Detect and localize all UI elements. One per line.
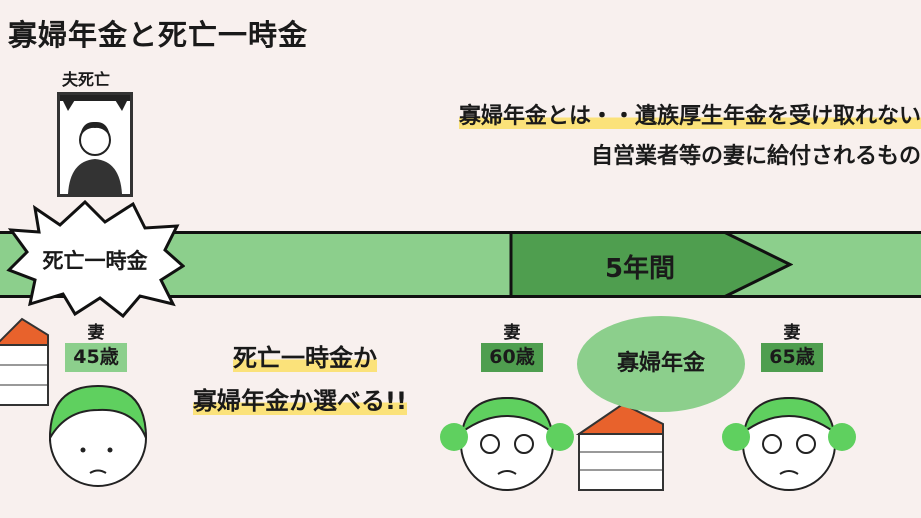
burst-shape-icon [6,200,185,318]
age-badge-45: 45歳 [65,343,127,372]
age-badge-65: 65歳 [761,343,823,372]
wife-young-face-icon [48,384,147,487]
choice-text-1: 死亡一時金か [233,344,377,372]
choice-line-1: 死亡一時金か [200,338,410,373]
wife-elder-face-icon [440,396,574,491]
definition-text-1: 寡婦年金とは・・遺族厚生年金を受け取れない [458,104,921,129]
money-stack-icon [575,402,664,491]
choice-text-2: 寡婦年金か選べる!! [193,387,407,415]
wife-elder-face-icon [722,396,856,491]
page-title: 寡婦年金と死亡一時金 [8,18,309,52]
choice-line-2: 寡婦年金か選べる!! [155,381,445,416]
husband-death-label: 夫死亡 [62,70,111,89]
widow-pension-bubble: 寡婦年金 [577,316,745,412]
wife-label: 妻 [503,323,521,343]
five-year-arrow [509,231,793,298]
wife-label: 妻 [87,323,105,343]
lump-sum-label: 死亡一時金 [42,249,148,273]
money-stack-icon [0,317,49,406]
age-badge-60: 60歳 [481,343,543,372]
husband-portrait-icon [57,92,133,197]
wife-label: 妻 [783,323,801,343]
definition-line-1: 寡婦年金とは・・遺族厚生年金を受け取れない [458,98,921,130]
definition-line-2: 自営業者等の妻に給付されるもの [590,144,921,169]
period-label: 5年間 [604,254,676,284]
